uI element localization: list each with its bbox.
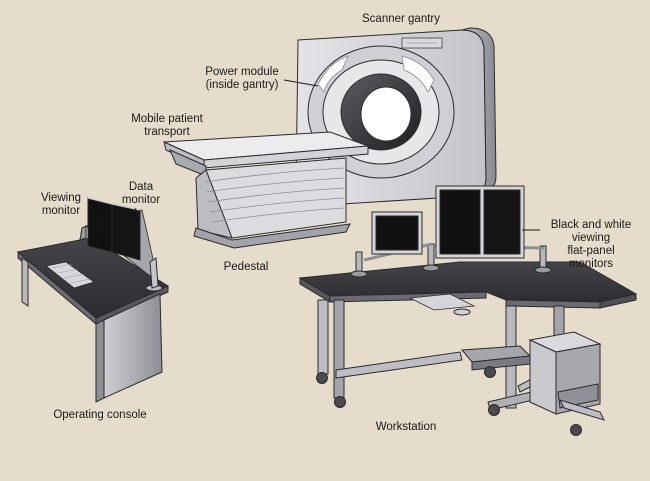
- label-pedestal: Pedestal: [223, 261, 269, 273]
- pedestal: [193, 157, 351, 249]
- label-workstation: Workstation: [375, 421, 437, 433]
- label-mobile-patient-transport: Mobile patient transport: [131, 113, 203, 138]
- workstation-monitors: [350, 185, 552, 278]
- computer-tower: [528, 331, 605, 421]
- label-scanner-gantry: Scanner gantry: [362, 13, 440, 25]
- label-black-white-monitors: Black and white viewing flat-panel monit…: [550, 219, 632, 270]
- label-viewing-monitor: Viewing monitor: [40, 192, 82, 217]
- workstation-casters: [316, 366, 582, 436]
- mobile-patient-transport: [163, 131, 369, 177]
- label-data-monitor: Data monitor: [121, 181, 161, 206]
- leader-lines: [95, 79, 540, 231]
- label-operating-console: Operating console: [53, 409, 147, 421]
- label-power-module: Power module (inside gantry): [205, 66, 279, 91]
- operating-console: [16, 237, 170, 403]
- console-monitors: [79, 197, 159, 289]
